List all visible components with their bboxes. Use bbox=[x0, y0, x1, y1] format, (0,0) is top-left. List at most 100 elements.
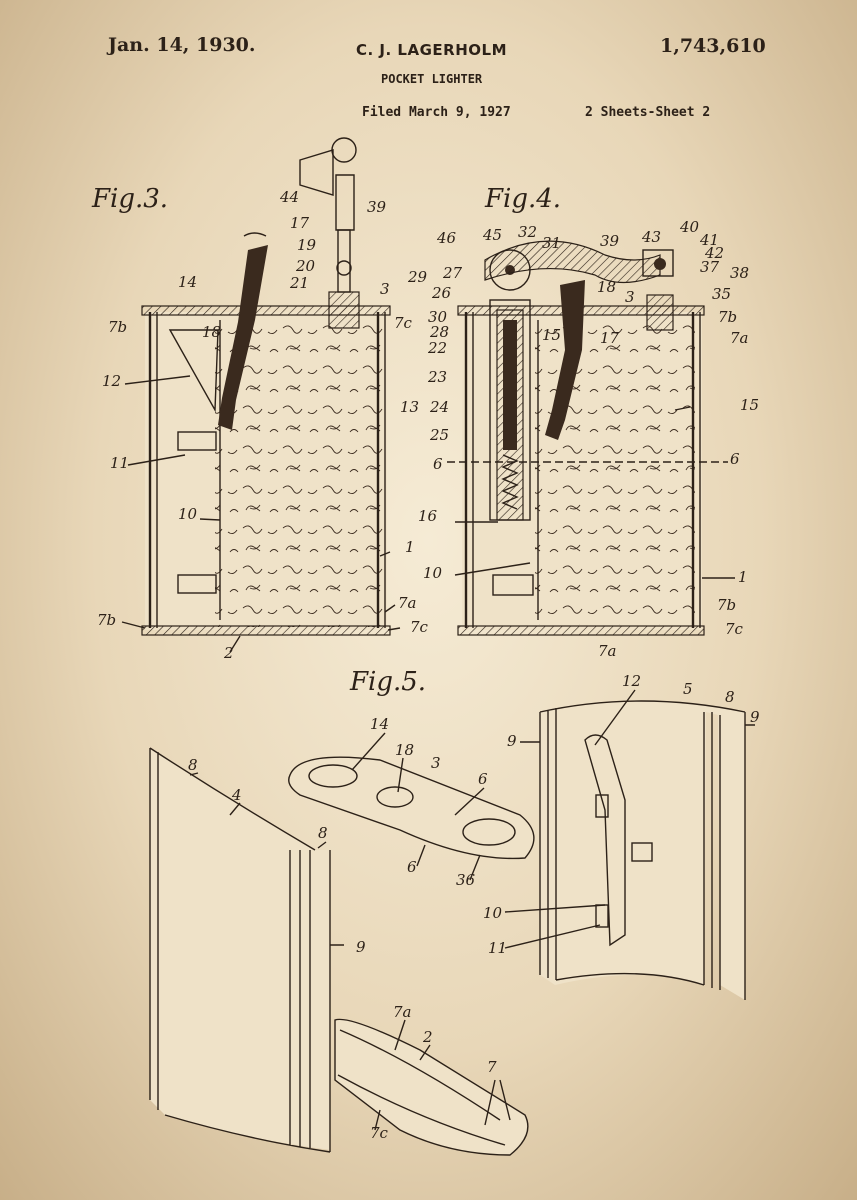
fig4-ref: 40 bbox=[679, 218, 700, 236]
fig3-ref: 19 bbox=[297, 236, 317, 254]
fig4-ref: 29 bbox=[407, 268, 428, 286]
patent-number: 1,743,610 bbox=[660, 35, 766, 57]
fig3-clip-lower bbox=[177, 574, 217, 594]
fig4-ref: 30 bbox=[428, 308, 448, 326]
fig5-ref: 9 bbox=[750, 708, 760, 726]
fig5-ref: 9 bbox=[356, 938, 366, 956]
fig5-ref: 5 bbox=[683, 680, 693, 698]
filed-date: Filed March 9, 1927 bbox=[362, 105, 511, 120]
fig5-ref: 8 bbox=[318, 824, 328, 842]
figure-3: Fig.3. 44 39 17 19 20 21 14 3 bbox=[91, 137, 429, 662]
fig5-ref: 18 bbox=[395, 741, 414, 759]
fig3-ref: 7a bbox=[398, 594, 417, 612]
fig3-ref: 21 bbox=[289, 274, 309, 292]
fig4-ref: 26 bbox=[431, 284, 452, 302]
fig3-ref: 10 bbox=[178, 505, 198, 523]
fig3-ref: 7b bbox=[97, 611, 116, 629]
fig3-wick-tube bbox=[218, 245, 268, 430]
fig4-ref: 15 bbox=[542, 326, 561, 344]
fig4-ref: 7a bbox=[598, 642, 617, 660]
fig5-left-shell bbox=[149, 747, 331, 1153]
fig5-spring-plate bbox=[584, 734, 626, 947]
fig3-spring bbox=[168, 329, 219, 413]
fig3-ref: 14 bbox=[178, 273, 197, 291]
fig3-clip-upper bbox=[177, 431, 217, 451]
fig4-flint-spring bbox=[501, 454, 519, 510]
fig4-flint bbox=[503, 320, 517, 450]
fig4-ref: 45 bbox=[482, 226, 502, 244]
fig4-wick-tube bbox=[545, 280, 585, 440]
fig3-ref: 2 bbox=[223, 644, 234, 662]
fig3-wick-top bbox=[243, 232, 267, 237]
fig4-ref: 7b bbox=[718, 308, 737, 326]
fig3-wheel-cap bbox=[299, 149, 334, 196]
fig5-ref: 2 bbox=[422, 1028, 433, 1046]
fig4-ref: 41 bbox=[699, 231, 719, 249]
fig3-label: Fig.3. bbox=[91, 184, 168, 214]
patent-title: POCKET LIGHTER bbox=[381, 72, 483, 86]
fig4-ref: 27 bbox=[442, 264, 463, 282]
fig4-ref: 7b bbox=[717, 596, 736, 614]
fig3-flint-holder bbox=[335, 174, 355, 231]
fig3-wheel-bushing bbox=[328, 291, 360, 329]
fig3-ref: 7b bbox=[108, 318, 127, 336]
sheet-count: 2 Sheets-Sheet 2 bbox=[585, 105, 711, 120]
fig3-ref: 18 bbox=[202, 323, 221, 341]
fig5-ref: 6 bbox=[407, 858, 417, 876]
fig4-ref: 43 bbox=[641, 228, 661, 246]
fig3-ref: 7c bbox=[410, 618, 429, 636]
fig4-ref: 37 bbox=[700, 258, 720, 276]
fig5-ref: 10 bbox=[483, 904, 503, 922]
fig3-top-plate bbox=[141, 305, 391, 316]
fig4-ref: 25 bbox=[429, 426, 449, 444]
fig4-ref: 32 bbox=[518, 223, 537, 241]
fig4-ref: 31 bbox=[542, 234, 561, 252]
fig4-ref: 7a bbox=[730, 329, 749, 347]
fig3-ref: 7c bbox=[394, 314, 413, 332]
fig5-top-plate bbox=[288, 756, 535, 860]
fig5-hole-14 bbox=[308, 764, 358, 788]
fig5-ref: 6 bbox=[478, 770, 488, 788]
fig4-ref: 23 bbox=[427, 368, 447, 386]
fig4-bottom-plate bbox=[457, 625, 705, 636]
fig5-ref: 36 bbox=[456, 871, 476, 889]
fig5-ref: 3 bbox=[431, 754, 441, 772]
fig4-ref: 6 bbox=[730, 450, 740, 468]
fig5-ref: 9 bbox=[507, 732, 517, 750]
fig5-ref: 14 bbox=[370, 715, 389, 733]
fig4-ref: 17 bbox=[600, 329, 620, 347]
fig4-ref: 35 bbox=[712, 285, 731, 303]
fig3-ref: 13 bbox=[400, 398, 419, 416]
fig4-ref: 28 bbox=[429, 323, 449, 341]
fig5-ref: 7a bbox=[393, 1003, 412, 1021]
fig4-ref: 6 bbox=[433, 455, 443, 473]
fig3-ref: 39 bbox=[367, 198, 387, 216]
fig3-ref: 3 bbox=[380, 280, 390, 298]
fig4-ref: 16 bbox=[418, 507, 438, 525]
fig3-ref: 12 bbox=[102, 372, 121, 390]
fig3-ref: 17 bbox=[290, 214, 310, 232]
fig3-bottom-plate bbox=[141, 625, 391, 636]
fig3-ref: 44 bbox=[279, 188, 299, 206]
fig5-hole-36 bbox=[462, 818, 516, 846]
fig3-ref: 1 bbox=[405, 538, 415, 556]
fig5-ref: 4 bbox=[231, 786, 242, 804]
fig4-wadding bbox=[535, 320, 695, 625]
fig5-ref: 7c bbox=[370, 1124, 389, 1142]
fig4-ref: 46 bbox=[436, 229, 457, 247]
fig3-screw bbox=[336, 260, 352, 276]
fig5-ref: 8 bbox=[188, 756, 198, 774]
inventor-name: C. J. LAGERHOLM bbox=[356, 41, 507, 59]
fig4-ref: 38 bbox=[730, 264, 749, 282]
fig5-bottom-plate bbox=[334, 1018, 529, 1156]
fig4-ref: 7c bbox=[725, 620, 744, 638]
fig4-hinge-bushing bbox=[646, 294, 674, 331]
fig5-ref: 8 bbox=[725, 688, 735, 706]
figure-5: Fig.5. 12 5 8 9 9 14 18 3 6 8 4 8 6 36 9 bbox=[149, 667, 760, 1156]
fig5-ref: 11 bbox=[488, 939, 507, 957]
fig3-ref: 11 bbox=[110, 454, 129, 472]
fig5-ref: 12 bbox=[622, 672, 641, 690]
fig4-ref: 10 bbox=[423, 564, 443, 582]
